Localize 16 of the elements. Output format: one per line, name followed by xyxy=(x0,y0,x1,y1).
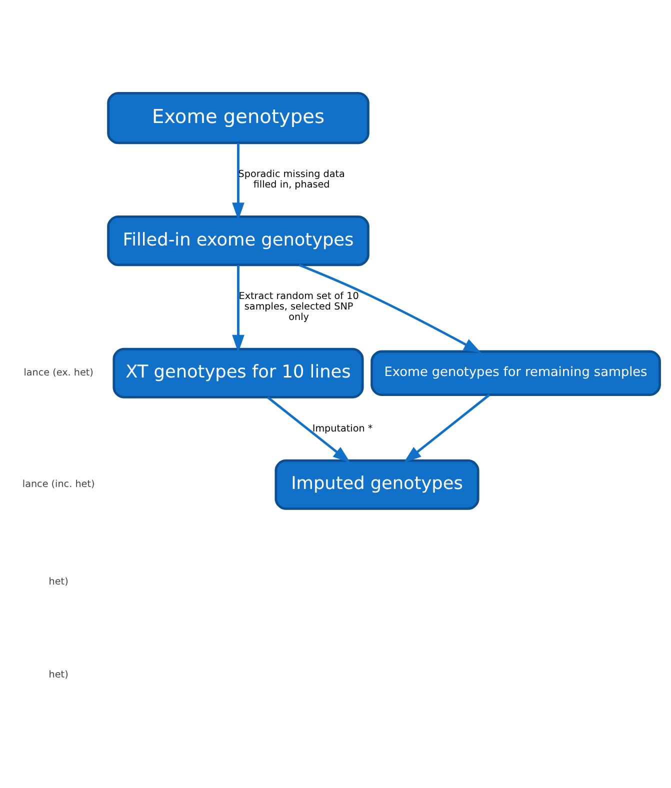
node-box: Exome genotypes xyxy=(107,92,370,144)
arrow xyxy=(298,264,482,354)
node-box: XT genotypes for 10 lines xyxy=(112,348,364,398)
edge-label: Extract random set of 10 samples, selected SNP only xyxy=(238,291,359,323)
label: lance (inc. het) xyxy=(22,479,95,490)
arrow xyxy=(266,396,350,463)
label: lance (ex. het) xyxy=(24,368,94,379)
arrow xyxy=(232,264,244,353)
label: het) xyxy=(48,576,68,588)
edge-label: Imputation * xyxy=(312,423,373,434)
node-box: Filled-in exome genotypes xyxy=(107,216,370,266)
arrow xyxy=(232,143,244,220)
node-box: Exome genotypes for remaining samples xyxy=(370,350,661,396)
arrow xyxy=(404,394,490,463)
node-box: Imputed genotypes xyxy=(274,459,480,510)
label: het) xyxy=(48,670,68,681)
